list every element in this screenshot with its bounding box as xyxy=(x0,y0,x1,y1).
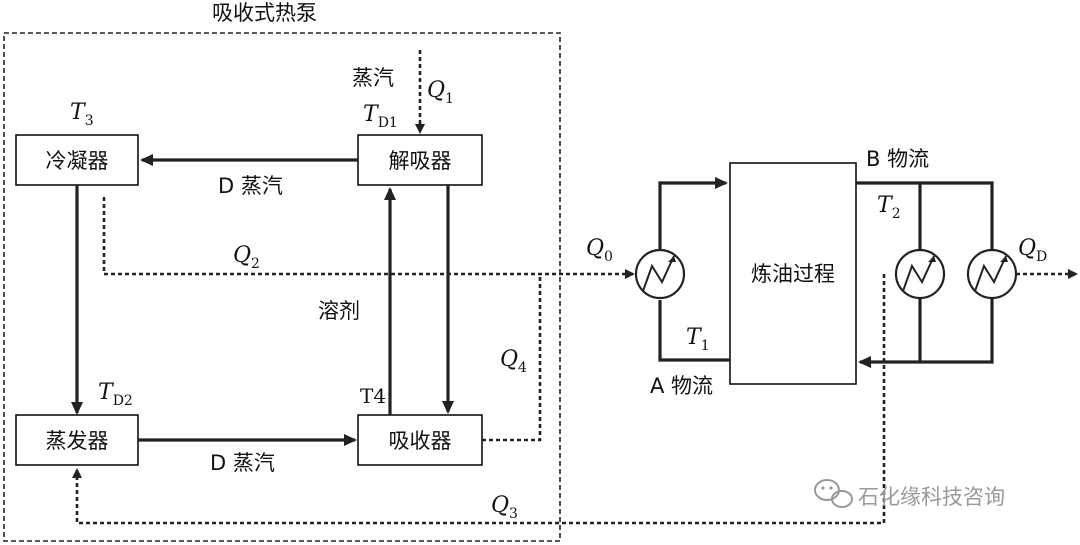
solvent-label: 溶剂 xyxy=(318,299,360,323)
condenser-block: 冷凝器 xyxy=(15,134,139,186)
watermark-text: 石化缘科技咨询 xyxy=(858,485,1005,509)
wechat-icon xyxy=(814,479,853,508)
absorber-block: 吸收器 xyxy=(357,414,483,466)
q2-q0-heat-line xyxy=(102,197,635,279)
t3-label: T3 xyxy=(70,100,94,129)
q3-heat-line xyxy=(72,274,886,525)
heat-exchanger-a-icon xyxy=(634,248,686,300)
t2-label: T2 xyxy=(877,193,901,222)
heat-pump-boundary xyxy=(3,32,561,542)
desorber-label: 解吸器 xyxy=(389,149,452,173)
stream-b-top-line xyxy=(856,181,994,250)
q3-label: Q3 xyxy=(491,493,518,522)
stream-b-return-line xyxy=(858,298,994,368)
heat-pump-title: 吸收式热泵 xyxy=(212,1,317,25)
absorber-label: 吸收器 xyxy=(389,429,452,453)
t1-label: T1 xyxy=(686,325,710,354)
watermark: 石化缘科技咨询 xyxy=(814,479,1005,509)
condenser-label: 冷凝器 xyxy=(46,149,109,173)
stream-a-label: A 物流 xyxy=(650,374,713,398)
stream-a-lower-line xyxy=(658,300,730,362)
steam-label: 蒸汽 xyxy=(352,66,394,90)
d-steam-label-bottom: D 蒸汽 xyxy=(210,451,275,475)
q4-label: Q4 xyxy=(500,347,527,376)
desorber-block: 解吸器 xyxy=(357,134,483,186)
td1-label: TD1 xyxy=(363,102,398,131)
q1-label: Q1 xyxy=(427,78,454,107)
evaporator-block: 蒸发器 xyxy=(15,414,139,466)
td2-label: TD2 xyxy=(98,380,133,409)
refining-process-label: 炼油过程 xyxy=(751,262,835,286)
q0-label: Q0 xyxy=(586,236,613,265)
q2-label: Q2 xyxy=(233,243,260,272)
t4-label: T4 xyxy=(360,384,386,408)
heat-exchanger-b1-icon xyxy=(894,248,946,300)
evaporator-label: 蒸发器 xyxy=(46,429,109,453)
qd-label: QD xyxy=(1018,236,1047,265)
heat-exchanger-b2-icon xyxy=(966,248,1018,300)
refining-process-block: 炼油过程 xyxy=(729,162,857,385)
stream-a-upper-line xyxy=(658,177,728,250)
q4-heat-line xyxy=(482,274,542,442)
stream-b-label: B 物流 xyxy=(866,147,929,171)
d-steam-label-top: D 蒸汽 xyxy=(218,174,283,198)
